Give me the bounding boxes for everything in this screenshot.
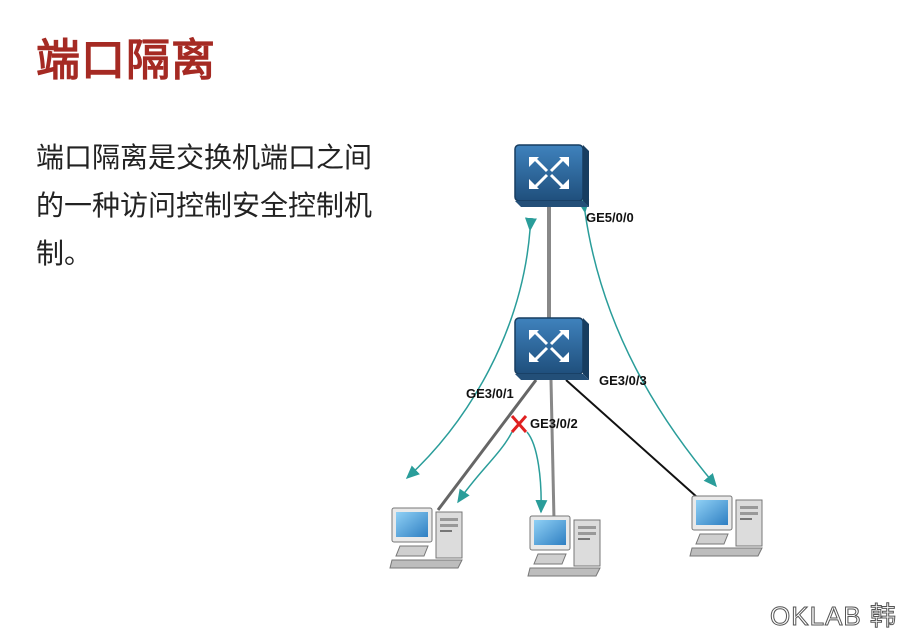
core-switch-icon	[513, 143, 591, 209]
flow-arrow-pc3	[577, 199, 717, 488]
blocked-x-icon	[510, 415, 528, 433]
link-pc2	[549, 379, 556, 521]
port-label-ge303: GE3/0/3	[599, 373, 647, 388]
description-text: 端口隔离是交换机端口之间的一种访问控制安全控制机制。	[36, 141, 373, 270]
link-pc3	[565, 379, 699, 499]
flow-arrow-pc1	[405, 217, 537, 480]
pc-icon	[527, 515, 601, 577]
flow-arrow-to-pc1	[457, 431, 513, 504]
port-label-uplink: GE5/0/0	[586, 210, 634, 225]
watermark-text: OKLAB 韩	[770, 601, 897, 632]
flow-arrow-to-pc2	[526, 431, 548, 514]
port-label-ge302: GE3/0/2	[530, 416, 578, 431]
pc-icon	[389, 507, 463, 569]
access-switch-icon	[513, 316, 591, 382]
pc-icon	[689, 495, 763, 557]
port-label-ge301: GE3/0/1	[466, 386, 514, 401]
page-title: 端口隔离	[36, 35, 216, 86]
flow-arrows	[405, 199, 717, 514]
